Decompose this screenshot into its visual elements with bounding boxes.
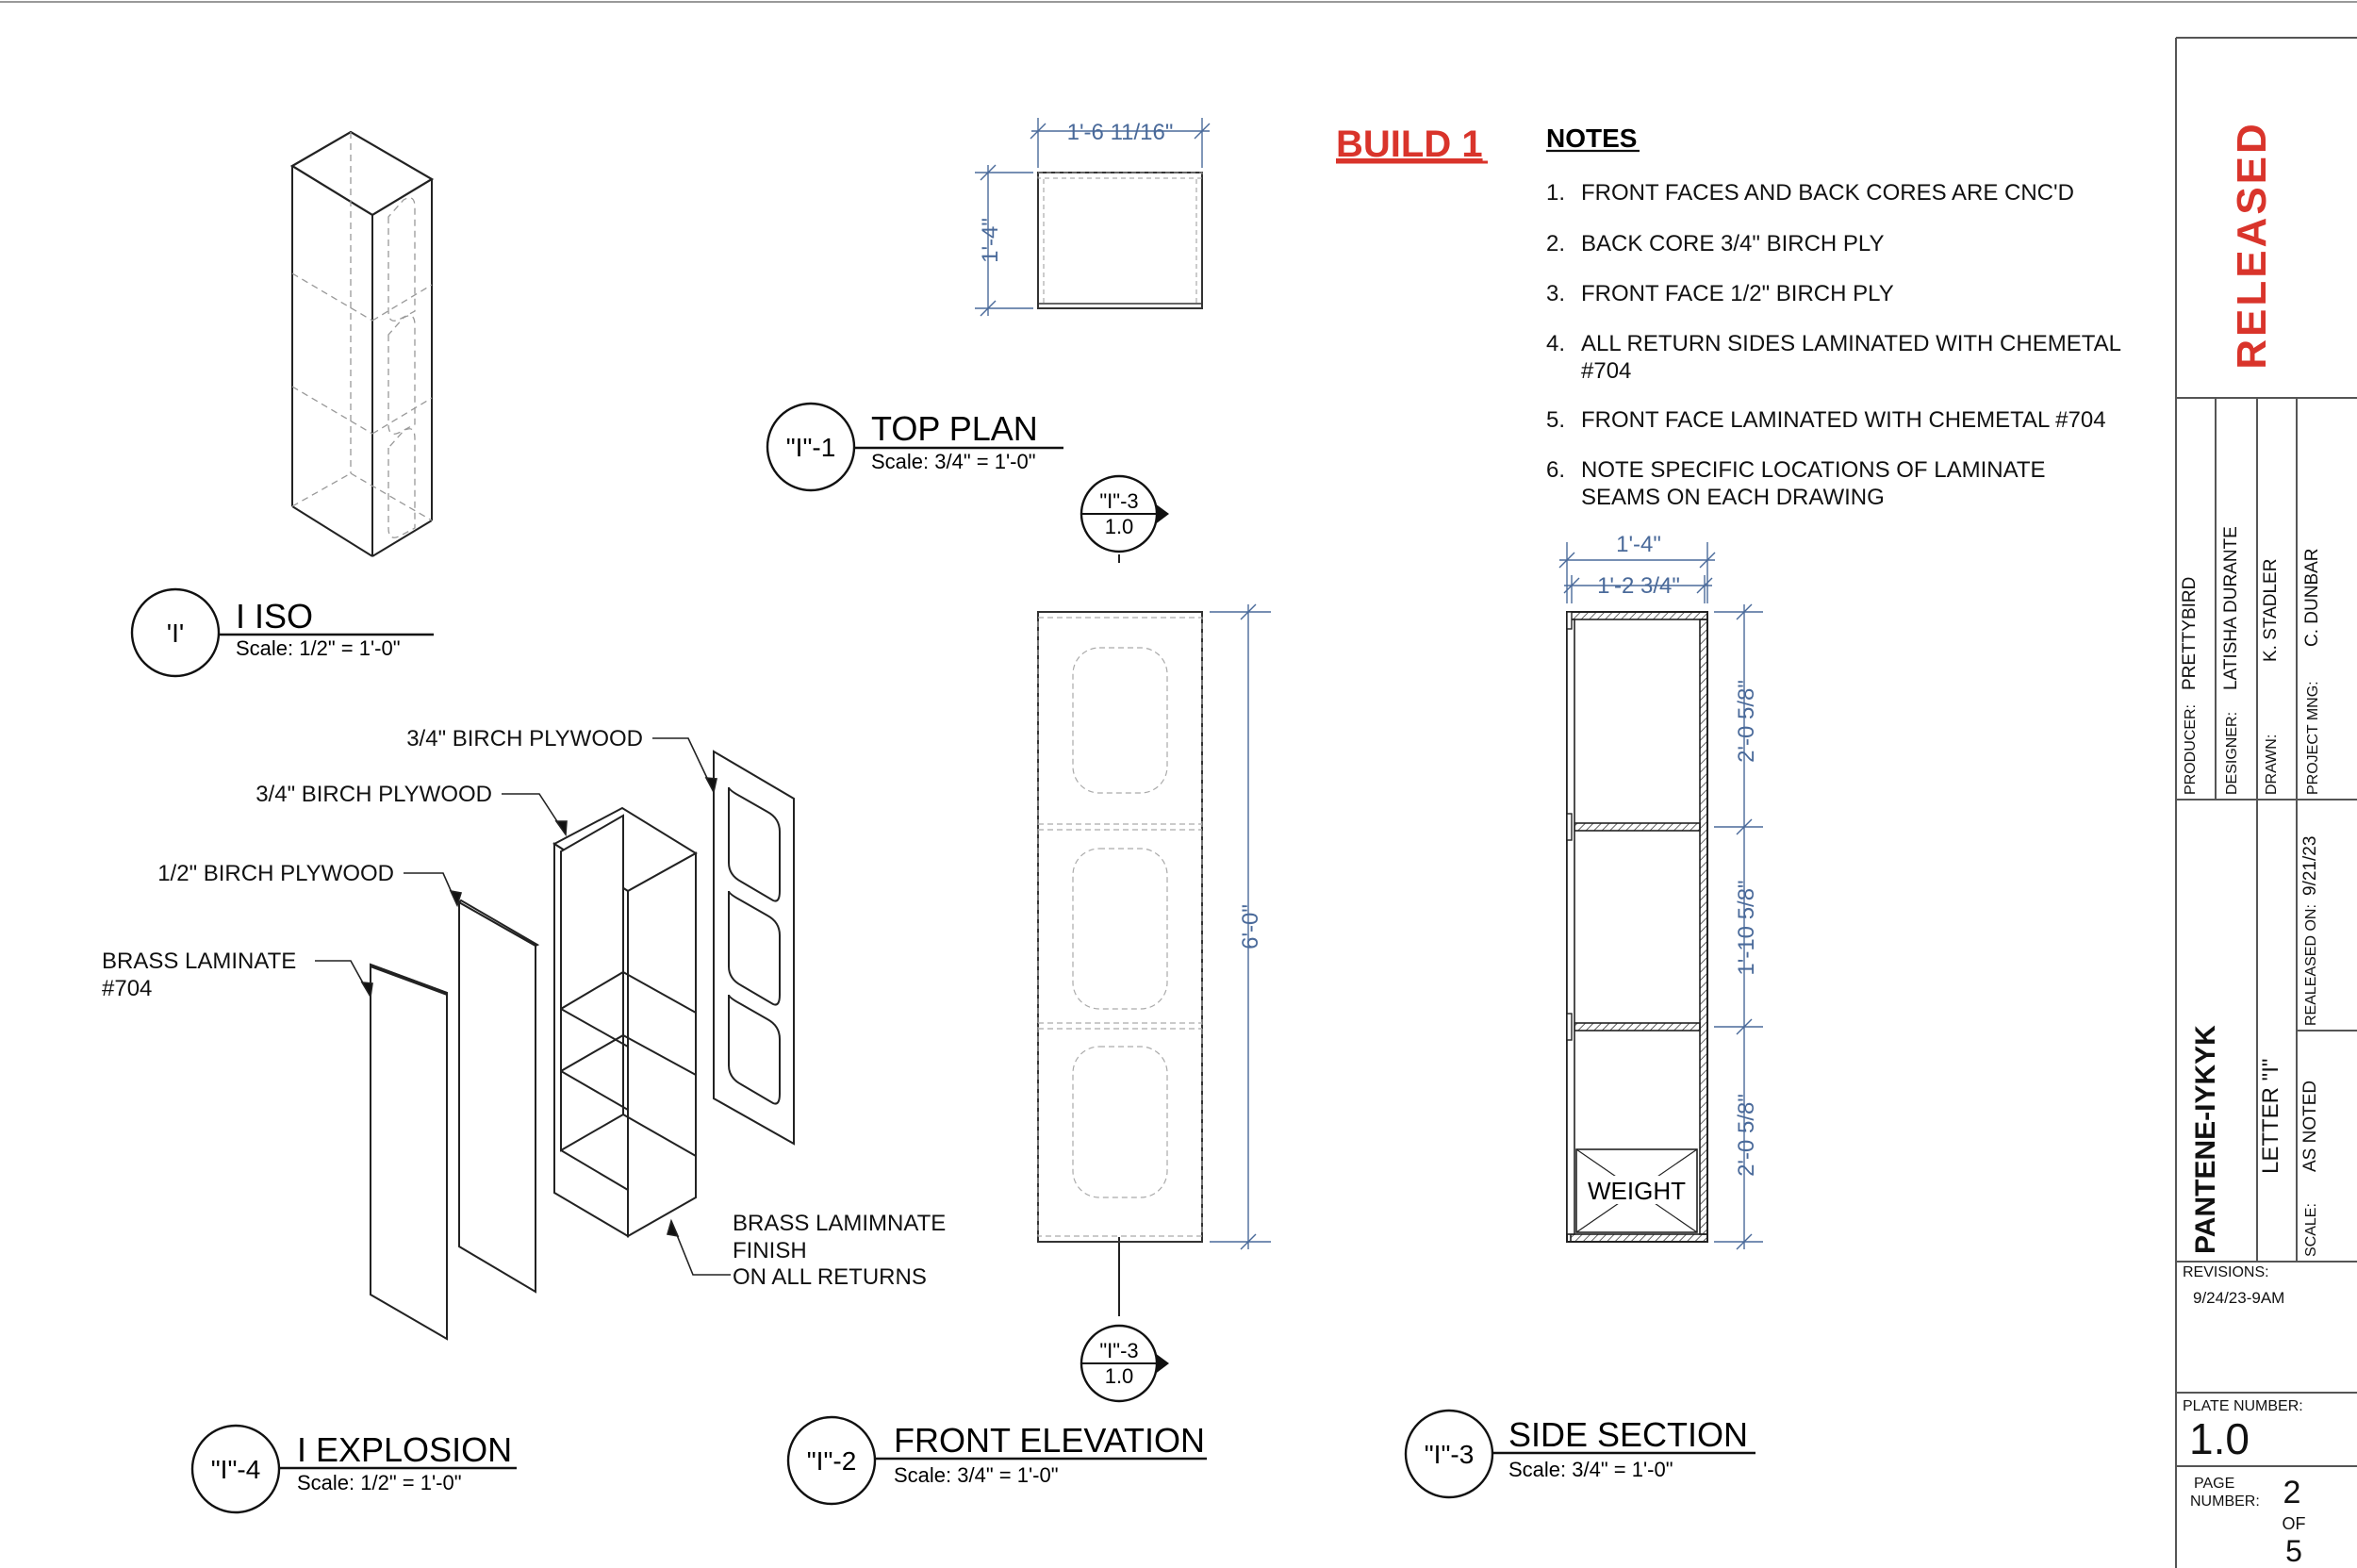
- note-text: #704: [1581, 358, 1631, 384]
- callout-birch-34-b: 3/4" BIRCH PLYWOOD: [255, 782, 492, 807]
- note-text: FRONT FACE 1/2" BIRCH PLY: [1581, 281, 1894, 306]
- top-plan-scale: Scale: 3/4" = 1'-0": [871, 450, 1036, 473]
- notes-list: 1. FRONT FACES AND BACK CORES ARE CNC'D 2.…: [1546, 180, 2121, 510]
- top-plan-title: TOP PLAN: [871, 409, 1038, 448]
- top-plan-dimensions: [975, 118, 1211, 317]
- iso-scale: Scale: 1/2" = 1'-0": [236, 636, 401, 660]
- sheet-title: LETTER "I": [2258, 1059, 2283, 1174]
- pm: C. DUNBAR: [2302, 548, 2322, 647]
- released-date: 9/21/23: [2300, 836, 2320, 896]
- note-text: ALL RETURN SIDES LAMINATED WITH CHEMETAL: [1581, 331, 2121, 356]
- note-number: 1.: [1546, 180, 1565, 206]
- front-elevation-title: FRONT ELEVATION: [894, 1421, 1205, 1460]
- scale-label: SCALE:: [2303, 1203, 2319, 1257]
- section-marker-top: "I"-3 1.0: [1080, 474, 1169, 563]
- side-section-dim-text: 1'-4" 1'-2 3/4" 2'-0 5/8" 1'-10 5/8" 2'-…: [1597, 532, 1759, 1177]
- callout-brass-laminate-1: BRASS LAMINATE: [102, 949, 296, 974]
- front-elevation-view: [1037, 611, 1203, 1243]
- callout-brass-laminate-2: #704: [102, 976, 152, 1001]
- note-number: 2.: [1546, 231, 1565, 256]
- note-text: NOTE SPECIFIC LOCATIONS OF LAMINATE: [1581, 457, 2046, 483]
- build-label: BUILD 1: [1336, 124, 1483, 165]
- dim-side-inner: 1'-2 3/4": [1597, 573, 1680, 599]
- side-section-view: WEIGHT: [1566, 611, 1708, 1243]
- side-section-dimensions: [1558, 542, 1763, 1250]
- front-elevation-tag: "I"-2: [807, 1446, 857, 1476]
- page-total: 5: [2285, 1534, 2302, 1568]
- side-section-label: "I"-3 SIDE SECTION Scale: 3/4" = 1'-0": [1404, 1409, 1755, 1499]
- top-plan-label: "I"-1 TOP PLAN Scale: 3/4" = 1'-0": [766, 402, 1063, 492]
- designer: LATISHA DURANTE: [2221, 526, 2241, 690]
- note-text: FRONT FACES AND BACK CORES ARE CNC'D: [1581, 180, 2074, 206]
- callout-birch-34-a: 3/4" BIRCH PLYWOOD: [406, 726, 643, 751]
- project-name: PANTENE-IYKYK: [2190, 1025, 2221, 1254]
- section-marker-bottom-sheet: 1.0: [1105, 1364, 1134, 1388]
- top-plan-dim-text: 1'-6 11/16" 1'-4": [978, 120, 1173, 263]
- explosion-view-label: "I"-4 I EXPLOSION Scale: 1/2" = 1'-0": [190, 1424, 517, 1514]
- callout-brass-finish-3: ON ALL RETURNS: [733, 1264, 927, 1290]
- plate-number: 1.0: [2189, 1414, 2250, 1463]
- note-number: 6.: [1546, 457, 1565, 483]
- explosion-scale: Scale: 1/2" = 1'-0": [297, 1471, 462, 1494]
- front-elevation-dimensions: [1210, 603, 1271, 1250]
- page-label-1: PAGE: [2194, 1476, 2234, 1492]
- dim-top-width: 1'-6 11/16": [1067, 120, 1174, 145]
- producer: PRETTYBIRD: [2180, 577, 2200, 690]
- dim-side-outer: 1'-4": [1616, 532, 1661, 557]
- weight-label: WEIGHT: [1588, 1177, 1686, 1205]
- note-number: 5.: [1546, 407, 1565, 433]
- explosion-callouts: 3/4" BIRCH PLYWOOD 3/4" BIRCH PLYWOOD 1/…: [102, 726, 946, 1290]
- pm-label: PROJECT MNG:: [2305, 681, 2321, 795]
- note-text: SEAMS ON EACH DRAWING: [1581, 485, 1885, 510]
- dim-top-depth: 1'-4": [978, 218, 1003, 263]
- page-of: OF: [2283, 1514, 2306, 1533]
- explosion-tag: "I"-4: [211, 1455, 261, 1484]
- section-marker-bottom-ref: "I"-3: [1099, 1339, 1138, 1362]
- title-block: [2175, 37, 2357, 1568]
- callout-brass-finish-2: FINISH: [733, 1238, 807, 1263]
- notes-title: NOTES: [1546, 124, 1637, 153]
- released-label: REALEASED ON:: [2303, 904, 2319, 1026]
- iso-tag: 'I': [167, 619, 184, 648]
- page-label-2: NUMBER:: [2190, 1494, 2260, 1510]
- iso-view: [289, 130, 435, 557]
- front-elevation-label: "I"-2 FRONT ELEVATION Scale: 3/4" = 1'-0…: [786, 1415, 1207, 1506]
- explosion-view: [370, 750, 795, 1341]
- dim-side-mid: 1'-10 5/8": [1734, 880, 1759, 975]
- plate-label: PLATE NUMBER:: [2183, 1398, 2303, 1414]
- front-elevation-scale: Scale: 3/4" = 1'-0": [894, 1463, 1059, 1487]
- producer-label: PRODUCER:: [2183, 704, 2199, 795]
- scale-value: AS NOTED: [2300, 1081, 2320, 1172]
- iso-title: I ISO: [236, 597, 313, 635]
- callout-birch-12: 1/2" BIRCH PLYWOOD: [157, 861, 394, 886]
- top-plan-tag: "I"-1: [786, 433, 836, 462]
- explosion-title: I EXPLOSION: [297, 1430, 512, 1469]
- section-marker-bottom: "I"-3 1.0: [1080, 1237, 1169, 1403]
- explosion-leaders: [315, 737, 731, 1276]
- iso-view-label: 'I' I ISO Scale: 1/2" = 1'-0": [130, 587, 434, 678]
- designer-label: DESIGNER:: [2224, 712, 2240, 795]
- top-plan-view: [1037, 172, 1203, 309]
- revision-entry: 9/24/23-9AM: [2193, 1289, 2284, 1307]
- note-number: 4.: [1546, 331, 1565, 356]
- side-section-tag: "I"-3: [1425, 1440, 1475, 1469]
- page-number: 2: [2283, 1475, 2301, 1510]
- title-block-credits: PRODUCER: PRETTYBIRD DESIGNER: LATISHA D…: [2180, 526, 2322, 795]
- section-marker-top-ref: "I"-3: [1099, 489, 1138, 513]
- side-section-scale: Scale: 3/4" = 1'-0": [1508, 1458, 1673, 1481]
- dim-front-height: 6'-0": [1238, 904, 1263, 949]
- status-stamp: RELEASED: [2229, 121, 2275, 370]
- drawn-label: DRAWN:: [2264, 734, 2280, 795]
- note-number: 3.: [1546, 281, 1565, 306]
- callout-brass-finish-1: BRASS LAMIMNATE: [733, 1211, 946, 1236]
- section-marker-top-sheet: 1.0: [1105, 515, 1134, 538]
- note-text: BACK CORE 3/4" BIRCH PLY: [1581, 231, 1885, 256]
- dim-side-bottom: 2'-0 5/8": [1734, 1094, 1759, 1177]
- note-text: FRONT FACE LAMINATED WITH CHEMETAL #704: [1581, 407, 2106, 433]
- dim-side-top: 2'-0 5/8": [1734, 680, 1759, 763]
- side-section-title: SIDE SECTION: [1508, 1415, 1748, 1454]
- revisions-label: REVISIONS:: [2183, 1264, 2269, 1280]
- drawn: K. STADLER: [2261, 559, 2281, 662]
